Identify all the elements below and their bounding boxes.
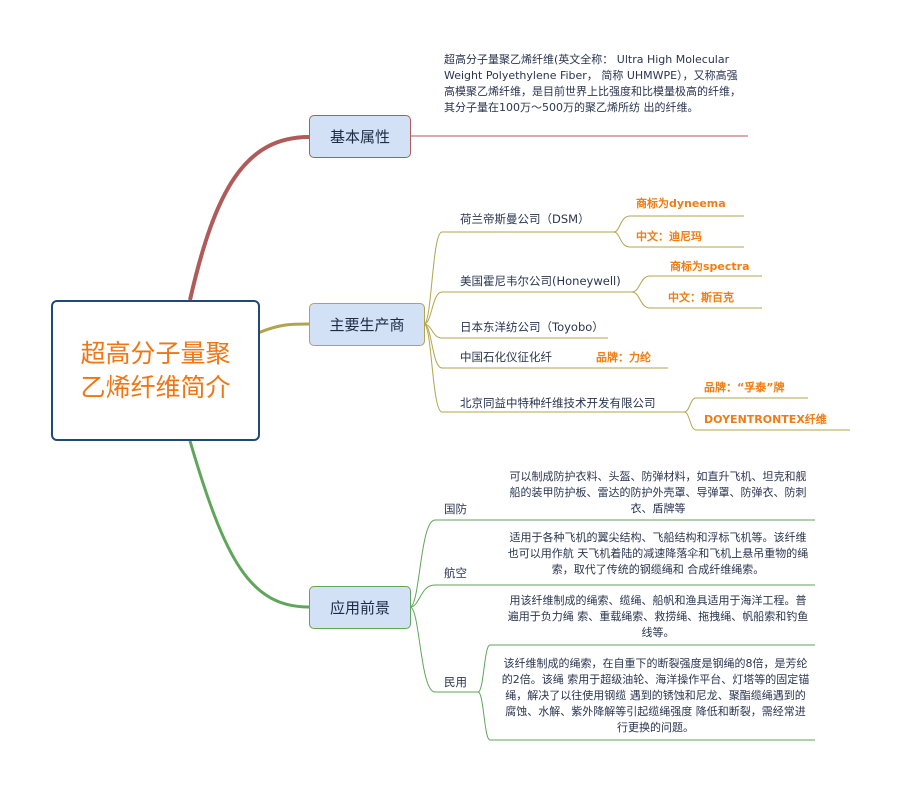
basic-description: 超高分子量聚乙烯纤维(英文全称： Ultra High Molecular We…: [444, 53, 741, 114]
producer-toyobo[interactable]: 日本东洋纺公司（Toyobo）: [460, 320, 604, 334]
producer-dsm[interactable]: 荷兰帝斯曼公司（DSM）: [460, 212, 590, 226]
application-defense[interactable]: 国防: [444, 502, 467, 516]
application-civil[interactable]: 民用: [444, 675, 467, 689]
link-root-basic: [188, 135, 310, 301]
branch-producers-label: 主要生产商: [329, 316, 405, 334]
branch-basic-label: 基本属性: [329, 128, 390, 146]
tongyizhong-fiber-name: DOYENTRONTEX纤维: [704, 413, 827, 426]
honeywell-brand: 商标为spectra: [670, 260, 750, 273]
civil-description-ropes: 用该纤维制成的绳索、缆绳、船帆和渔具适用于海洋工程。普遍用于负力绳 索、重载绳索…: [507, 594, 809, 639]
branch-applications[interactable]: 应用前景: [309, 586, 411, 629]
aviation-description: 适用于各种飞机的翼尖结构、飞船结构和浮标飞机等。该纤维也可以用作航 天飞机着陆的…: [507, 531, 809, 576]
branch-applications-label: 应用前景: [329, 599, 390, 617]
honeywell-chinese-name: 中文：斯百克: [668, 291, 734, 304]
branch-main-producers[interactable]: 主要生产商: [309, 303, 425, 346]
link-root-producers: [257, 322, 310, 335]
application-aviation[interactable]: 航空: [444, 566, 467, 580]
sinopec-brand: 品牌：力纶: [596, 351, 651, 364]
civil-description-strength: 该纤维制成的绳索，在自重下的断裂强度是钢绳的8倍，是芳纶的2倍。该绳 索用于超级…: [501, 657, 810, 734]
producer-honeywell[interactable]: 美国霍尼韦尔公司(Honeywell): [460, 274, 621, 288]
dsm-chinese-name: 中文：迪尼玛: [636, 230, 702, 243]
defense-description: 可以制成防护衣料、头盔、防弹材料，如直升飞机、坦克和舰船的装甲防护板、雷达的防护…: [509, 470, 807, 515]
root-title: 超高分子量聚乙烯纤维简介: [80, 338, 231, 402]
dsm-brand: 商标为dyneema: [636, 197, 726, 210]
producer-beijing-tongyizhong[interactable]: 北京同益中特种纤维技术开发有限公司: [460, 396, 656, 410]
root-node[interactable]: 超高分子量聚乙烯纤维简介: [51, 300, 260, 441]
producer-sinopec-yizheng[interactable]: 中国石化仪征化纤: [460, 350, 552, 364]
link-root-applications: [188, 440, 310, 609]
branch-basic-properties[interactable]: 基本属性: [309, 115, 411, 158]
tongyizhong-brand: 品牌：“孚泰”牌: [704, 381, 785, 394]
